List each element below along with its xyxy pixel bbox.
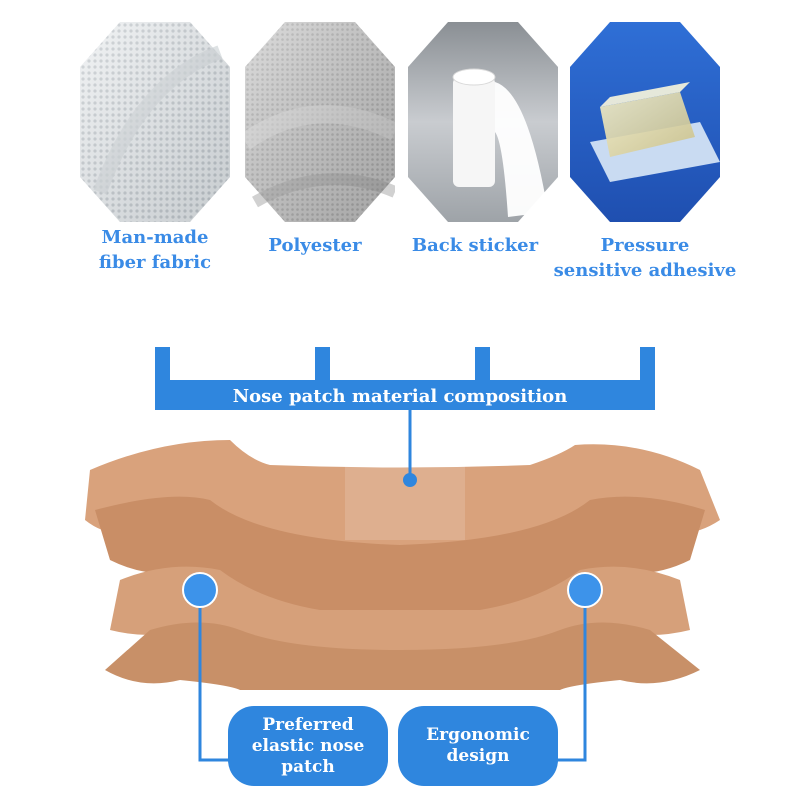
polyester-fabric-image <box>245 22 395 222</box>
material-label-back-sticker: Back sticker <box>411 235 539 256</box>
material-label-fiber-fabric: Man-made fiber fabric <box>98 227 212 273</box>
adhesive-block-image <box>570 22 720 222</box>
material-label-adhesive: Pressure sensitive adhesive <box>553 235 737 281</box>
mesh-fabric-image <box>80 22 230 222</box>
back-sticker-roll-image <box>408 22 558 222</box>
material-label-polyester: Polyester <box>268 235 362 256</box>
marker-dot-left <box>182 572 218 608</box>
nose-patch-illustration <box>85 440 720 690</box>
marker-dot-right <box>567 572 603 608</box>
feature-ergonomic-design: Ergonomic design <box>398 706 558 786</box>
composition-label: Nose patch material composition <box>232 386 568 407</box>
feature-elastic-nose-patch: Preferred elastic nose patch <box>228 706 388 786</box>
